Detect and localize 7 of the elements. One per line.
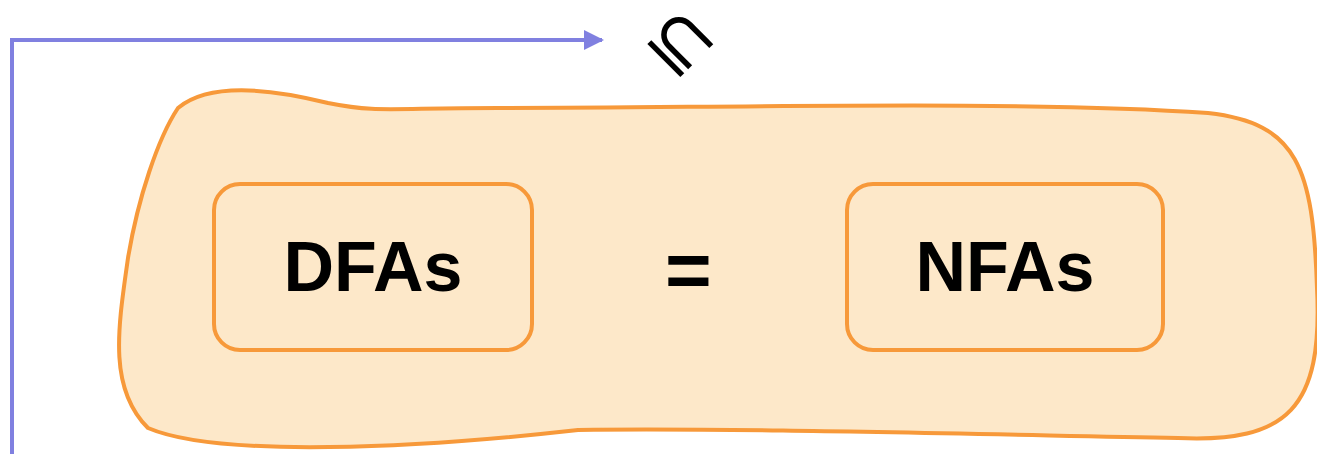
box-label: NFAs xyxy=(915,227,1095,307)
rounded-box xyxy=(845,182,1165,352)
box-label: DFAs xyxy=(283,227,463,307)
equals-sign: = xyxy=(665,230,712,310)
arrow xyxy=(10,30,604,454)
subset-symbol: ⊆ xyxy=(632,0,732,92)
rounded-box xyxy=(212,182,534,352)
